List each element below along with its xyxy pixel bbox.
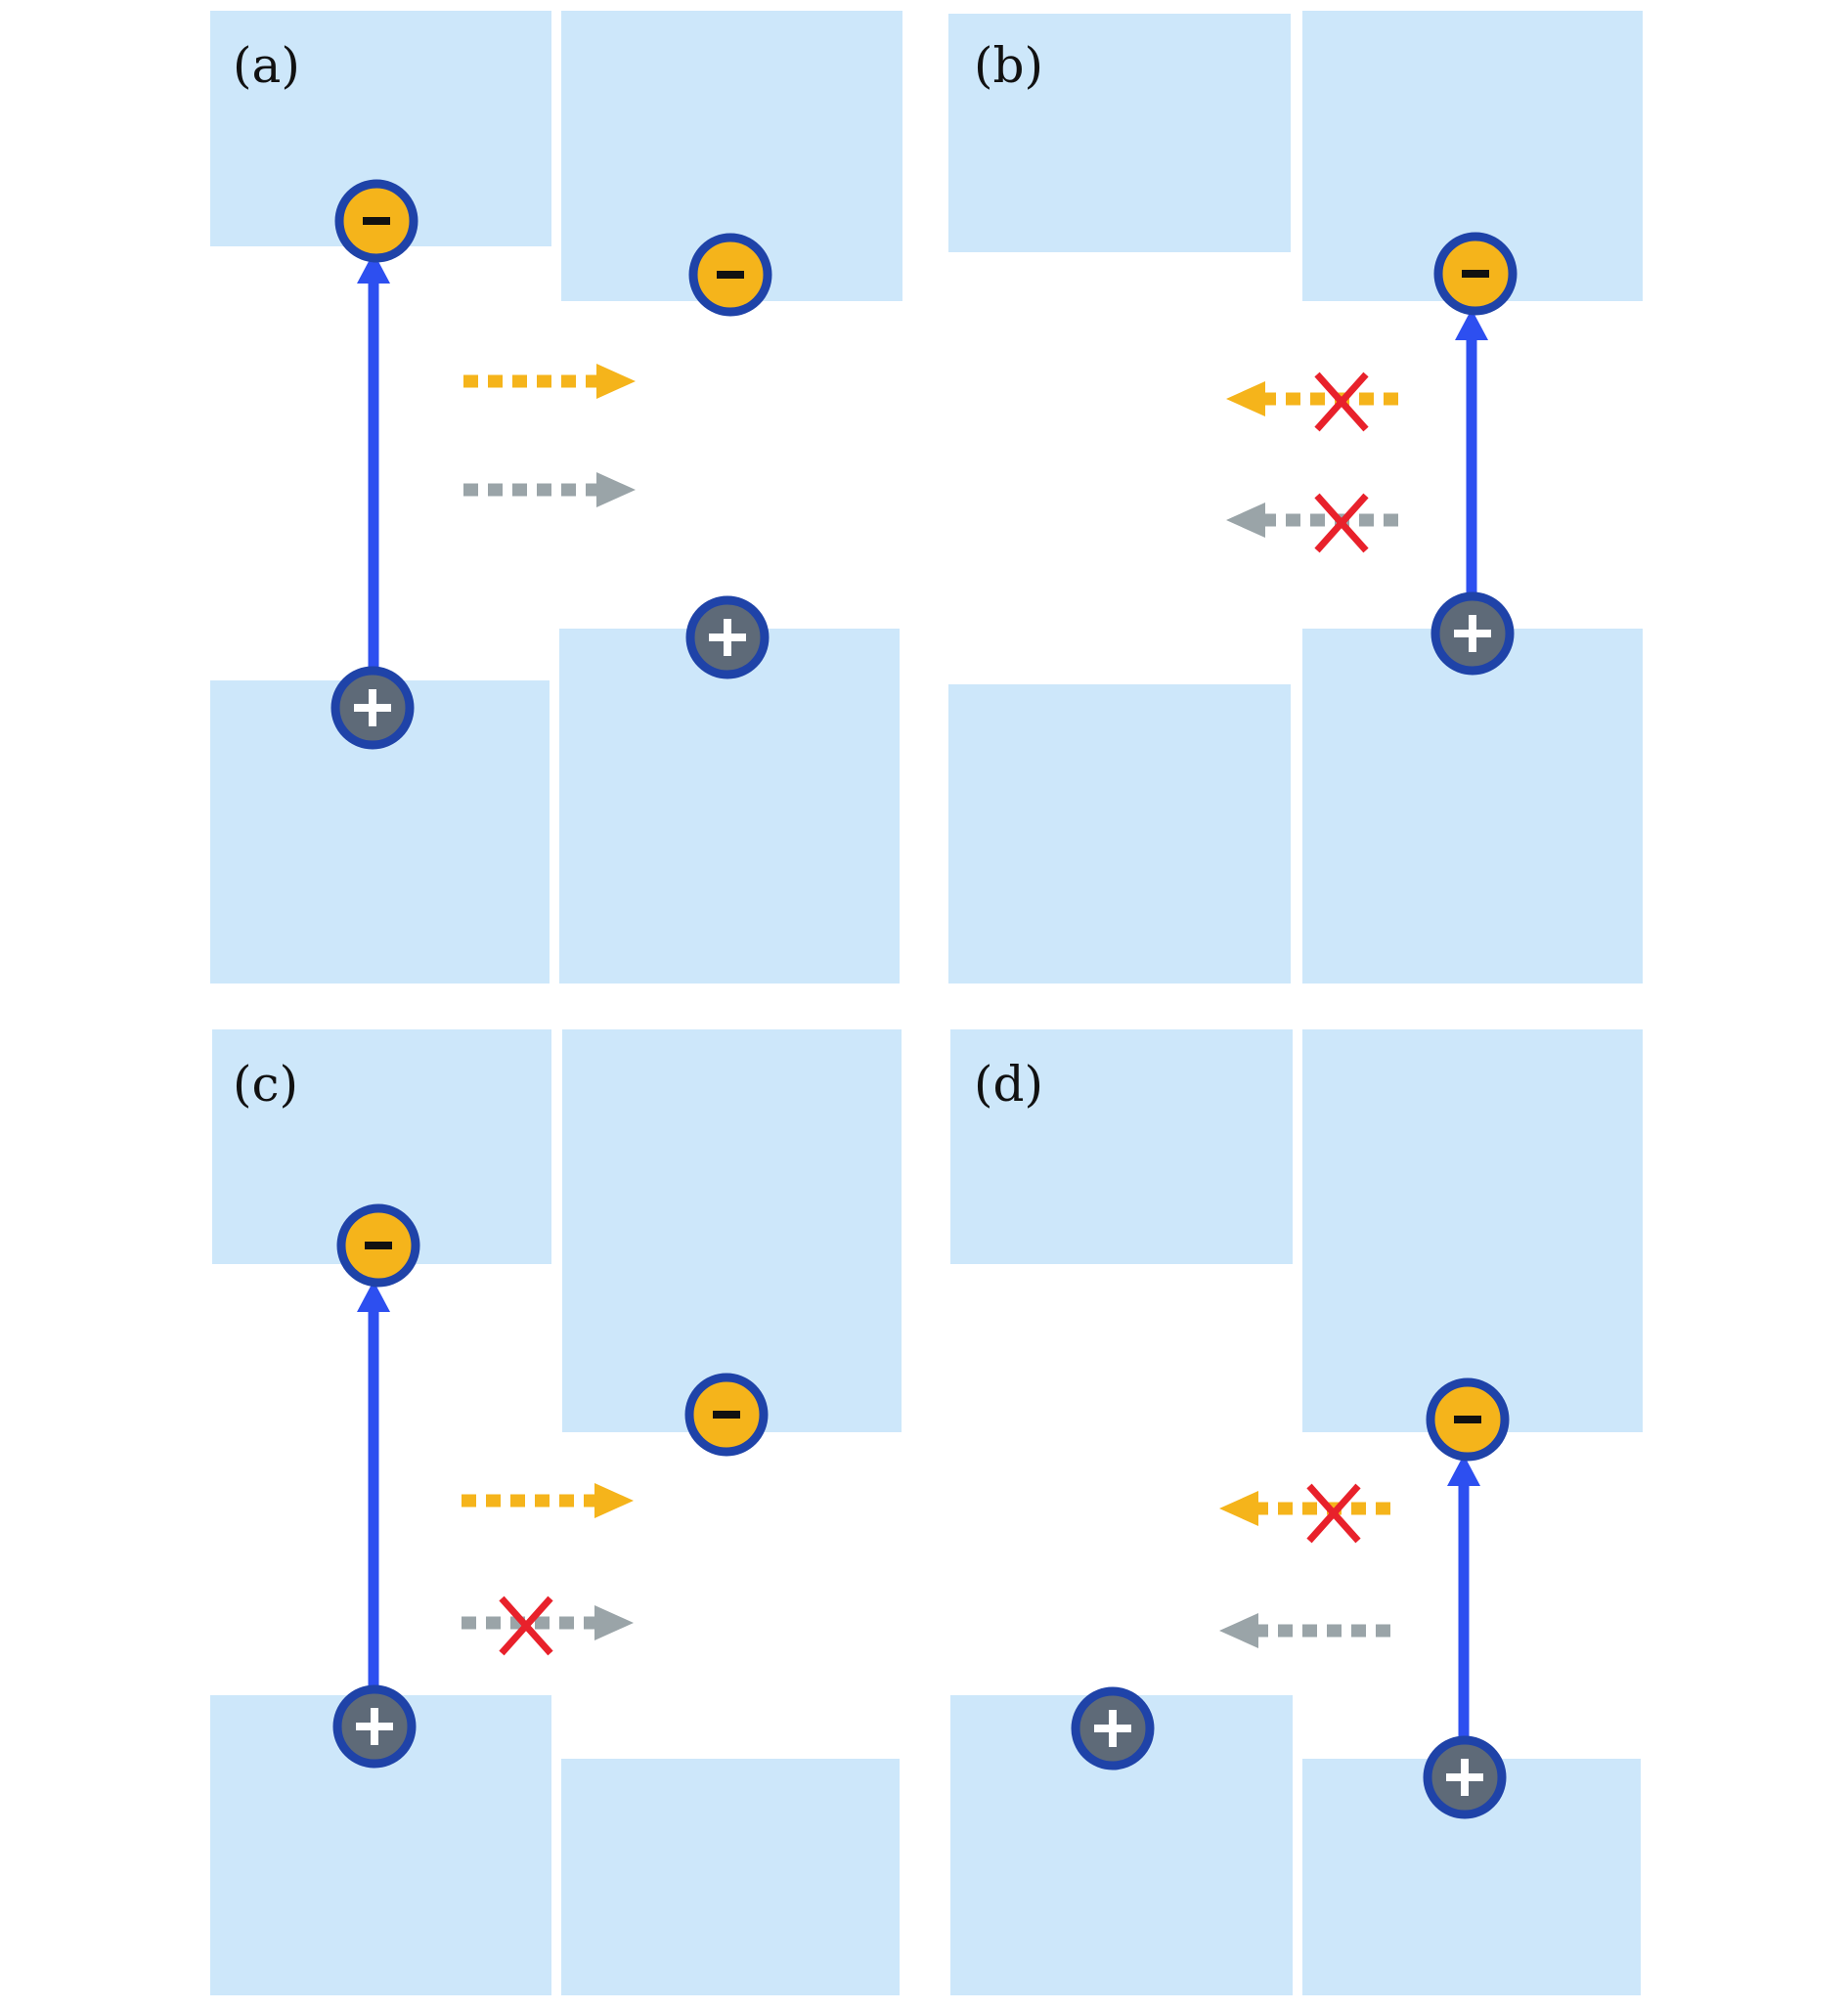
hole-transfer-arrow [1226, 502, 1398, 538]
right-conduction-band [562, 1029, 902, 1432]
right-conduction-band [1302, 1029, 1643, 1432]
hole-icon [335, 671, 410, 745]
panel-label-b: (b) [974, 37, 1043, 94]
panel-label-d: (d) [974, 1056, 1043, 1113]
electron-transfer-arrow [1226, 381, 1398, 416]
panel-label-a: (a) [233, 37, 300, 94]
electron-icon [689, 1377, 764, 1452]
excitation-arrowhead [1455, 309, 1488, 340]
hole-transfer-arrow [463, 472, 636, 507]
electron-icon [339, 184, 414, 258]
excitation-arrowhead [357, 252, 390, 284]
panel-d: (d) [950, 1029, 1643, 1995]
panel-a: (a) [210, 11, 902, 983]
electron-transfer-arrow [462, 1483, 634, 1518]
left-valence-band [948, 684, 1291, 983]
hole-icon [1435, 596, 1510, 671]
right-valence-band [1302, 629, 1643, 983]
hole-transfer-arrow [1219, 1613, 1390, 1648]
hole-icon [337, 1689, 412, 1764]
panel-b: (b) [948, 11, 1643, 983]
hole-transfer-arrow [462, 1605, 634, 1640]
electron-transfer-arrow [1219, 1491, 1390, 1526]
panel-c: (c) [210, 1029, 902, 1995]
electron-icon [693, 238, 768, 312]
hole-icon [1428, 1740, 1502, 1814]
excitation-arrowhead [357, 1281, 390, 1312]
electron-icon [1430, 1382, 1505, 1457]
excitation-arrowhead [1447, 1455, 1480, 1486]
right-valence-band [559, 629, 900, 983]
electron-icon [1438, 237, 1513, 311]
panel-label-c: (c) [233, 1056, 298, 1113]
left-conduction-band [950, 1029, 1293, 1264]
right-valence-band [561, 1759, 900, 1995]
electron-icon [341, 1208, 416, 1283]
left-conduction-band [948, 14, 1291, 252]
hole-icon [690, 600, 765, 675]
hole-icon [1076, 1691, 1150, 1766]
electron-transfer-arrow [463, 364, 636, 399]
